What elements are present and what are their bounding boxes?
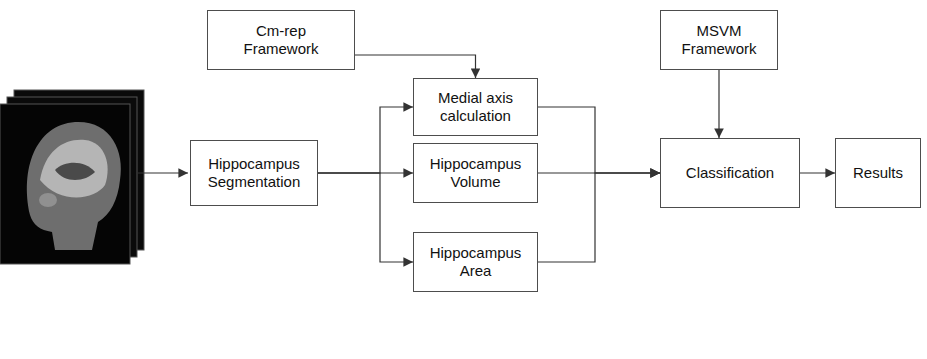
process-box: Hippocampus Volume	[413, 143, 538, 203]
input-arrow	[138, 172, 188, 173]
flow-arrow	[800, 172, 835, 173]
mri-stack	[0, 90, 144, 264]
framework-box: MSVM Framework	[660, 10, 778, 70]
box-label: Hippocampus Area	[426, 244, 525, 280]
box-label: Cm-rep Framework	[220, 22, 342, 58]
box-label: Hippocampus Segmentation	[203, 155, 305, 191]
box-label: Medial axis calculation	[426, 89, 525, 125]
box-label: MSVM Framework	[673, 22, 765, 58]
framework-box: Cm-rep Framework	[207, 10, 355, 70]
process-box: Medial axis calculation	[413, 78, 538, 136]
box-label: Hippocampus Volume	[426, 155, 525, 191]
flow-arrow	[538, 173, 660, 262]
box-label: Classification	[686, 164, 774, 182]
flow-arrow	[538, 107, 660, 173]
process-box: Classification	[660, 138, 800, 208]
flow-arrow	[318, 173, 413, 262]
flow-arrow	[318, 107, 413, 173]
flow-arrow	[718, 70, 719, 138]
process-box: Hippocampus Segmentation	[190, 140, 318, 206]
output-box: Results	[835, 138, 921, 208]
box-label: Results	[853, 164, 903, 182]
flow-arrow	[355, 55, 476, 78]
process-box: Hippocampus Area	[413, 232, 538, 292]
